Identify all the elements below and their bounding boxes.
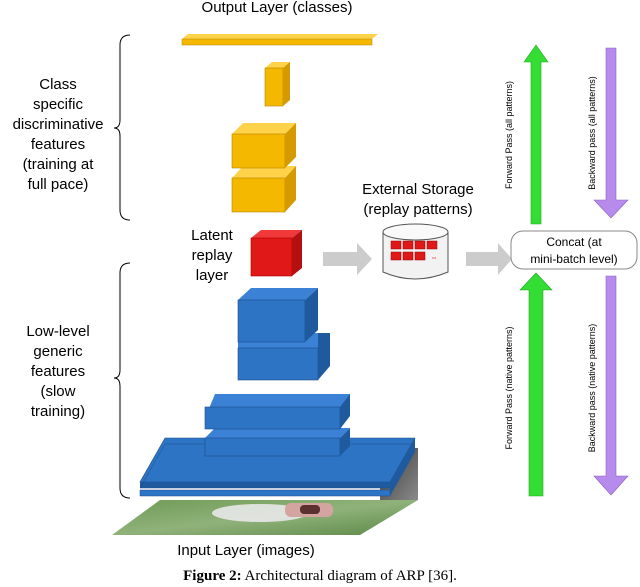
forward-arrow-native [519,272,553,497]
conv-layer-3 [237,288,330,381]
latent-replay-cube [250,230,302,277]
latent-label-line: Latent [191,227,234,244]
brace-class-features [113,34,131,221]
concat-label: Concat (at mini-batch level) [530,235,617,266]
concat-box [510,230,638,270]
conv-layer-2 [204,394,350,457]
caption-prefix: Figure 2: [183,568,242,584]
svg-text:•••: ••• [432,255,437,260]
external-storage-label: External Storage (replay patterns) [362,181,474,218]
forward-arrow-all [523,44,549,225]
backward-native-label: Backward pass (native patterns) [587,324,597,453]
backward-arrow-all [593,47,629,219]
forward-native-label: Forward Pass (native patterns) [504,326,514,449]
class-features-line: (training at [23,156,95,173]
arrow-storage-to-concat [466,243,512,275]
class-features-line: specific [33,96,84,113]
backward-arrow-native [593,275,629,496]
latent-label-line: layer [196,267,229,284]
storage-label-line: (replay patterns) [363,201,472,218]
latent-label-line: replay [192,247,233,264]
external-storage-icon: ••• [382,223,449,280]
lowlevel-line: Low-level [26,323,89,340]
backward-all-label: Backward pass (all patterns) [587,76,597,190]
concat-label-line: mini-batch level) [530,252,617,266]
class-features-label: Class specific discriminative features (… [13,76,104,193]
lowlevel-features-label: Low-level generic features (slow trainin… [26,323,89,420]
forward-all-label: Forward Pass (all patterns) [504,81,514,189]
fc-layers [181,34,378,213]
lowlevel-line: generic [33,343,83,360]
class-features-line: discriminative [13,116,104,133]
latent-replay-label: Latent replay layer [191,227,234,284]
input-layer-label: Input Layer (images) [177,542,315,559]
storage-label-line: External Storage [362,181,474,198]
class-features-line: features [31,136,85,153]
brace-lowlevel-features [113,262,131,499]
lowlevel-line: training) [31,403,85,420]
class-features-line: Class [39,76,77,93]
lowlevel-line: (slow [40,383,75,400]
arrow-latent-to-storage [323,243,372,275]
class-features-line: full pace) [28,176,89,193]
lowlevel-line: features [31,363,85,380]
output-layer-label: Output Layer (classes) [202,0,353,16]
caption-text: Architectural diagram of ARP [36]. [241,568,457,584]
concat-label-line: Concat (at [546,235,602,249]
figure-caption: Figure 2: Architectural diagram of ARP [… [0,568,640,585]
